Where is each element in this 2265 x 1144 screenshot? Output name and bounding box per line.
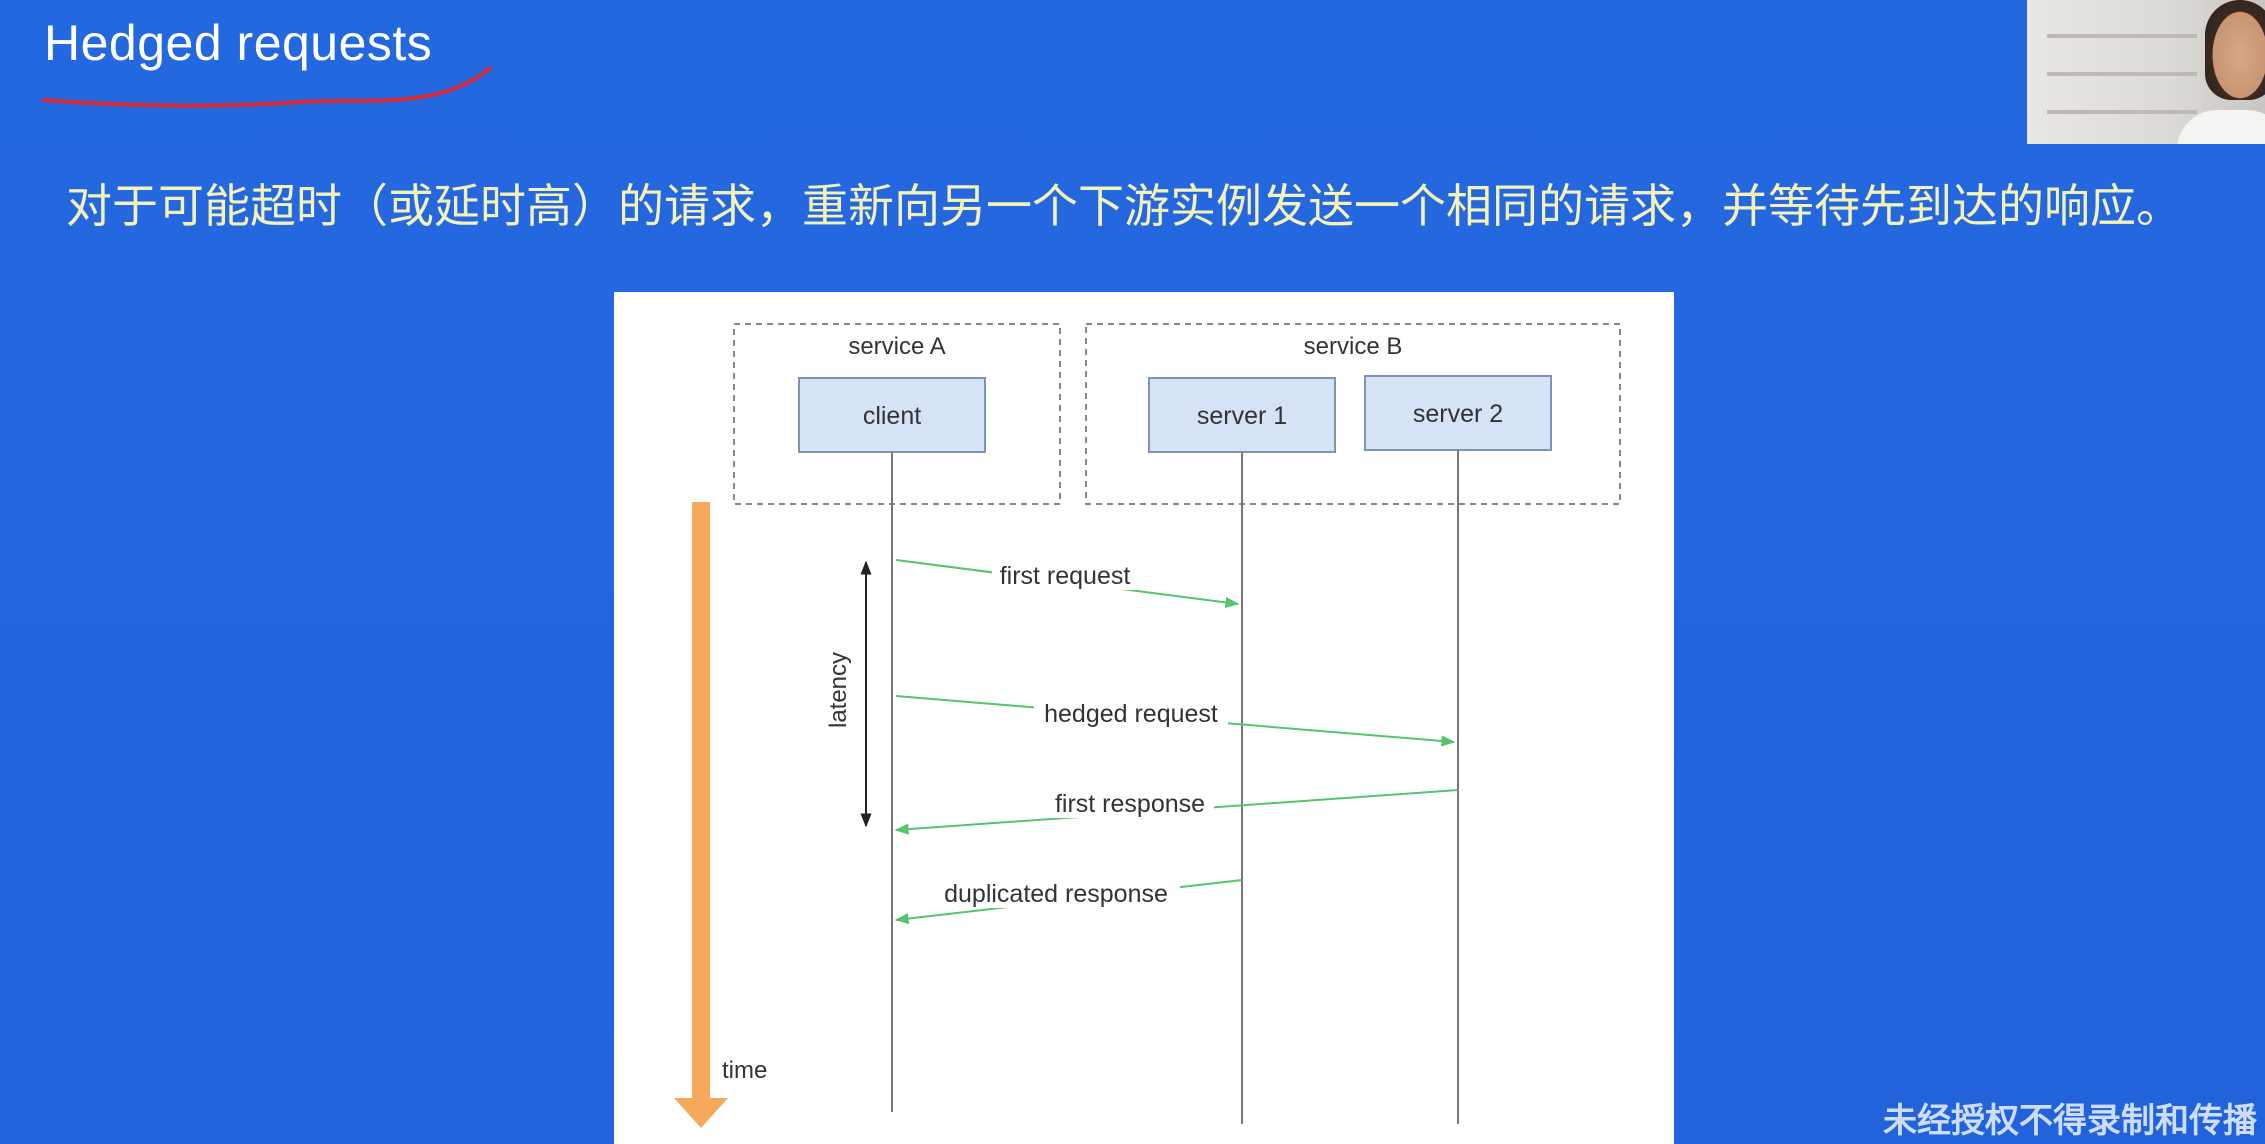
presenter-avatar bbox=[2205, 0, 2265, 100]
time-arrow-shaft bbox=[692, 502, 710, 1102]
latency-label: latency bbox=[825, 652, 852, 728]
slide-title: Hedged requests bbox=[44, 15, 433, 71]
time-label: time bbox=[722, 1057, 767, 1084]
service-b-label: service B bbox=[1304, 333, 1403, 360]
sequence-diagram: service A service B client server 1 serv… bbox=[614, 292, 1674, 1144]
duplicated-response-label: duplicated response bbox=[944, 880, 1168, 908]
client-box bbox=[798, 377, 986, 453]
first-response-label: first response bbox=[1055, 790, 1205, 818]
title-underline bbox=[42, 66, 492, 108]
subtitle: 对于可能超时（或延时高）的请求，重新向另一个下游实例发送一个相同的请求，并等待先… bbox=[66, 179, 2182, 233]
client-label: client bbox=[863, 402, 921, 430]
first-request-label: first request bbox=[1000, 562, 1131, 590]
watermark: 未经授权不得录制和传播 bbox=[1883, 1101, 2257, 1141]
server-1-box bbox=[1148, 377, 1336, 453]
service-b-group bbox=[1085, 323, 1621, 505]
server-1-label: server 1 bbox=[1197, 402, 1287, 430]
sequence-diagram-canvas: service A service B client server 1 serv… bbox=[674, 323, 1621, 1128]
server-2-label: server 2 bbox=[1413, 400, 1503, 428]
service-a-label: service A bbox=[848, 333, 945, 360]
time-arrow-head bbox=[674, 1098, 728, 1128]
hedged-request-label: hedged request bbox=[1044, 700, 1218, 728]
webcam-feed bbox=[2027, 0, 2265, 144]
